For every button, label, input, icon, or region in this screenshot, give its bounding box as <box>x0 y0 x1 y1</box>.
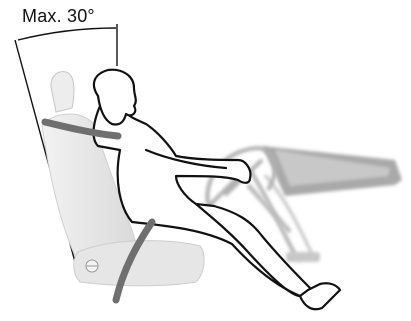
headrest <box>51 72 74 112</box>
angle-arc <box>18 28 116 40</box>
